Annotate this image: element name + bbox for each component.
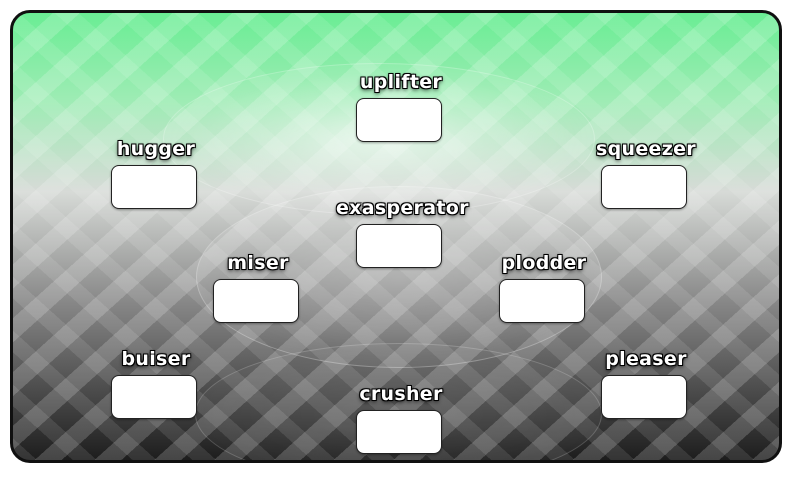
input-box-squeezer[interactable]	[601, 165, 687, 209]
input-box-plodder[interactable]	[499, 279, 585, 323]
node-label-pleaser: pleaser	[605, 348, 687, 370]
input-box-crusher[interactable]	[356, 410, 442, 454]
input-box-buiser[interactable]	[111, 375, 197, 419]
node-crusher: crusher	[356, 382, 446, 460]
node-exasperator: exasperator	[336, 196, 468, 280]
node-label-buiser: buiser	[121, 348, 191, 370]
node-buiser: buiser	[111, 347, 201, 431]
node-uplifter: uplifter	[356, 70, 446, 154]
diagram-board: uplifter hugger squeezer exasperator mis…	[10, 10, 782, 463]
input-box-miser[interactable]	[213, 279, 299, 323]
input-box-uplifter[interactable]	[356, 98, 442, 142]
node-hugger: hugger	[111, 137, 201, 221]
input-box-hugger[interactable]	[111, 165, 197, 209]
node-label-uplifter: uplifter	[359, 71, 443, 93]
node-label-miser: miser	[227, 252, 289, 274]
input-box-exasperator[interactable]	[356, 224, 442, 268]
node-miser: miser	[213, 251, 303, 335]
node-label-plodder: plodder	[501, 252, 587, 274]
node-plodder: plodder	[499, 251, 589, 335]
node-pleaser: pleaser	[601, 347, 691, 431]
node-label-crusher: crusher	[359, 383, 443, 405]
node-label-hugger: hugger	[116, 138, 196, 160]
input-box-pleaser[interactable]	[601, 375, 687, 419]
node-label-squeezer: squeezer	[596, 138, 696, 160]
node-label-exasperator: exasperator	[336, 197, 469, 219]
node-squeezer: squeezer	[596, 137, 696, 221]
